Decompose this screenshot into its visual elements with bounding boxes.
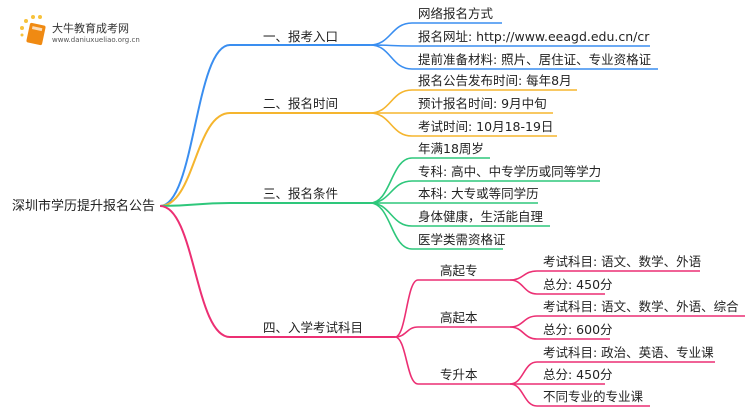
connector bbox=[369, 157, 490, 204]
branch-registration-conditions[interactable]: 三、报名条件 bbox=[263, 186, 339, 201]
leaf-node[interactable]: 总分: 450分 bbox=[543, 367, 613, 382]
connector bbox=[159, 205, 395, 338]
branch-registration-entry[interactable]: 一、报考入口 bbox=[263, 29, 339, 44]
connector bbox=[509, 279, 605, 295]
connector bbox=[369, 22, 502, 46]
group-node[interactable]: 专升本 bbox=[440, 367, 478, 382]
leaf-node[interactable]: 专科: 高中、中专学历或同等学力 bbox=[418, 164, 602, 179]
logo bbox=[18, 14, 52, 52]
logo-url: www.daniuxueliao.org.cn bbox=[52, 36, 140, 44]
connector bbox=[159, 202, 370, 207]
connector bbox=[509, 383, 650, 407]
leaf-node[interactable]: 考试科目: 语文、数学、外语、综合 bbox=[543, 299, 739, 314]
connector bbox=[394, 279, 510, 338]
connector bbox=[159, 44, 370, 207]
leaf-node[interactable]: 考试时间: 10月18-19日 bbox=[418, 119, 554, 134]
root-topic[interactable]: 深圳市学历提升报名公告 bbox=[12, 199, 156, 214]
connector bbox=[394, 326, 510, 338]
leaf-node[interactable]: 年满18周岁 bbox=[418, 141, 484, 156]
connector bbox=[369, 112, 557, 137]
leaf-node[interactable]: 报名网址: http://www.eeagd.edu.cn/cr bbox=[418, 29, 650, 44]
connector bbox=[369, 44, 658, 70]
leaf-node[interactable]: 报名公告发布时间: 每年8月 bbox=[418, 73, 572, 88]
group-node[interactable]: 高起本 bbox=[440, 310, 478, 325]
leaf-node[interactable]: 考试科目: 政治、英语、专业课 bbox=[543, 345, 714, 360]
connector bbox=[369, 202, 503, 250]
leaf-node[interactable]: 总分: 600分 bbox=[543, 322, 613, 337]
leaf-node[interactable]: 预计报名时间: 9月中旬 bbox=[418, 96, 547, 111]
leaf-node[interactable]: 不同专业的专业课 bbox=[543, 389, 644, 404]
connector bbox=[369, 44, 650, 47]
connector bbox=[509, 326, 610, 340]
branch-registration-time[interactable]: 二、报名时间 bbox=[263, 96, 339, 111]
group-node[interactable]: 高起专 bbox=[440, 263, 478, 278]
leaf-node[interactable]: 考试科目: 语文、数学、外语 bbox=[543, 254, 702, 269]
leaf-node[interactable]: 提前准备材料: 照片、居住证、专业资格证 bbox=[418, 52, 652, 67]
connector bbox=[159, 112, 370, 207]
leaf-node[interactable]: 本科: 大专或等同学历 bbox=[418, 186, 539, 201]
leaf-node[interactable]: 医学类需资格证 bbox=[418, 232, 506, 247]
leaf-node[interactable]: 网络报名方式 bbox=[418, 6, 494, 21]
leaf-node[interactable]: 总分: 450分 bbox=[543, 277, 613, 292]
leaf-node[interactable]: 身体健康，生活能自理 bbox=[418, 209, 544, 224]
branch-exam-subjects[interactable]: 四、入学考试科目 bbox=[263, 320, 364, 335]
book-logo-icon bbox=[20, 15, 46, 46]
logo-title: 大牛教育成考网 bbox=[52, 22, 129, 35]
connector bbox=[394, 336, 510, 385]
